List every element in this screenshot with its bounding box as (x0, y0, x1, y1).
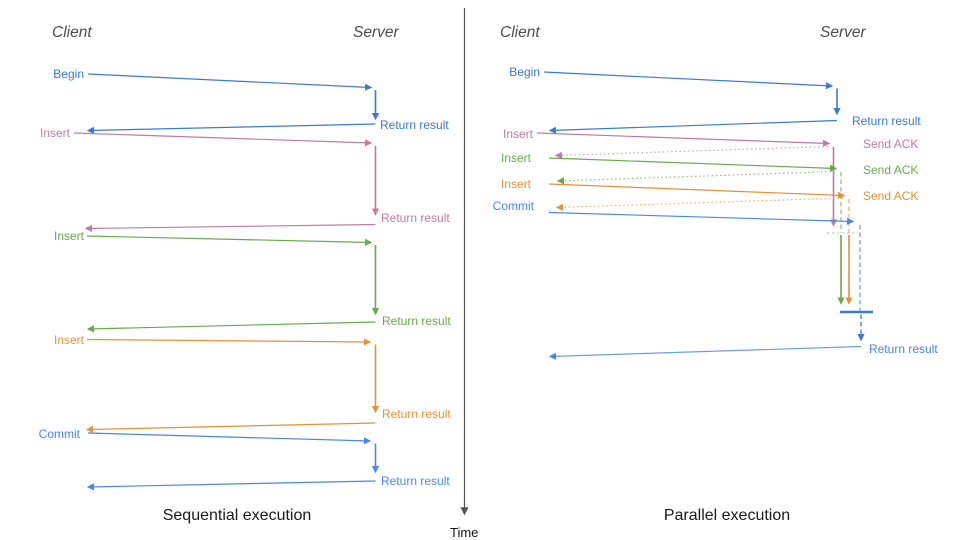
seq-server-heading: Server (353, 24, 399, 41)
seq-msg5-response-label: Return result (381, 474, 450, 488)
seq-msg5-request-label: Commit (39, 427, 81, 441)
par-title: Parallel execution (664, 507, 790, 524)
seq-msg4-response-arrow (85, 422, 376, 433)
par-msg1-response-arrow (548, 119, 838, 134)
par-msg4-ack-arrow (555, 197, 844, 211)
time-axis-label: Time (450, 525, 478, 540)
par-msg3-request-arrow (548, 157, 838, 172)
par-server-heading: Server (820, 24, 866, 41)
seq-msg3-request-label: Insert (54, 229, 85, 243)
seq-msg3-request-arrow (86, 235, 373, 246)
par-msg4-request-label: Insert (501, 177, 532, 191)
par-msg3-request-label: Insert (501, 151, 532, 165)
seq-msg5-response-arrow (86, 480, 376, 491)
par-msg1-request-arrow (543, 71, 834, 90)
seq-msg3-response-arrow (86, 321, 376, 333)
seq-msg1-request-arrow (87, 73, 373, 91)
par-msg5-request-arrow (548, 211, 855, 225)
seq-msg2-request-arrow (73, 132, 373, 147)
par-msg1-response-label: Return result (852, 114, 921, 128)
seq-title: Sequential execution (163, 507, 312, 524)
seq-msg2-request-label: Insert (40, 126, 71, 140)
seq-client-heading: Client (52, 24, 92, 41)
par-msg5-request-label: Commit (493, 199, 535, 213)
seq-msg1-response-label: Return result (380, 118, 449, 132)
seq-msg4-request-label: Insert (54, 333, 85, 347)
par-final-response-label: Return result (869, 342, 938, 356)
seq-msg3-response-label: Return result (382, 314, 451, 328)
seq-msg1-request-label: Begin (53, 67, 84, 81)
par-msg3-ack-label: Send ACK (863, 163, 918, 177)
seq-msg4-response-label: Return result (382, 407, 451, 421)
seq-msg5-request-arrow (87, 432, 372, 445)
par-final-response-arrow (548, 345, 862, 360)
par-msg3-ack-arrow (556, 170, 836, 185)
par-msg2-ack-arrow (554, 145, 829, 159)
par-msg4-ack-label: Send ACK (863, 189, 918, 203)
par-msg1-request-label: Begin (509, 65, 540, 79)
par-msg4-request-arrow (548, 183, 846, 199)
par-msg2-request-arrow (536, 132, 831, 147)
seq-msg1-response-arrow (86, 123, 376, 134)
seq-msg2-response-arrow (84, 223, 376, 233)
seq-msg4-request-arrow (86, 338, 372, 346)
par-msg2-request-label: Insert (503, 127, 534, 141)
seq-msg2-response-label: Return result (381, 211, 450, 225)
par-client-heading: Client (500, 24, 540, 41)
par-msg2-ack-label: Send ACK (863, 137, 918, 151)
